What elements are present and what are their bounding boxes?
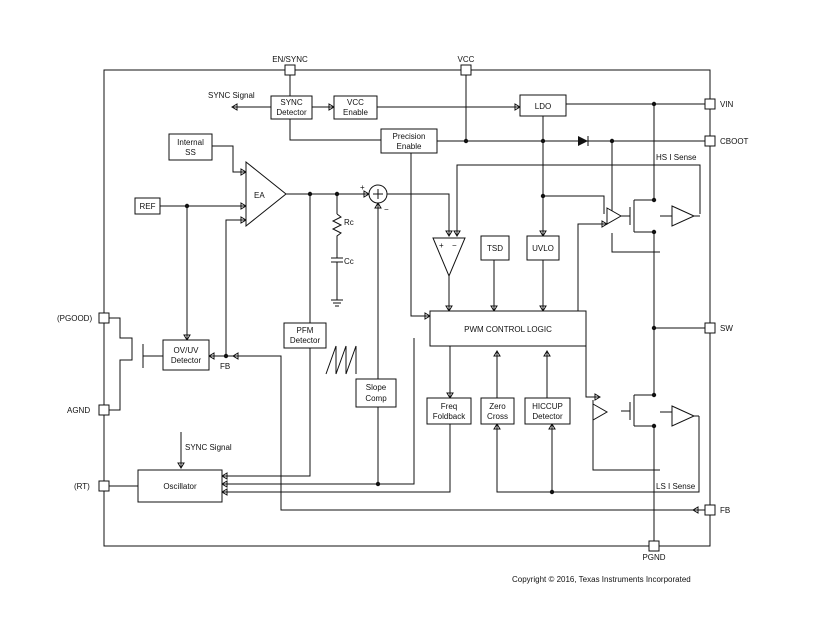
block-slope-comp: Slope Comp: [355, 378, 397, 408]
svg-text:Cross: Cross: [487, 412, 508, 421]
svg-text:REF: REF: [140, 202, 156, 211]
svg-text:Zero: Zero: [489, 402, 506, 411]
block-ref: REF: [134, 197, 161, 215]
svg-text:FB: FB: [720, 506, 730, 515]
svg-text:VCC: VCC: [458, 55, 475, 64]
junction-dots: [184, 101, 657, 495]
ea-label: EA: [254, 191, 265, 200]
block-hiccup-detector: HICCUP Detector: [524, 397, 571, 425]
pin-pgnd: PGND: [642, 540, 666, 562]
svg-text:UVLO: UVLO: [532, 244, 554, 253]
pin-agnd: AGND: [67, 404, 110, 416]
svg-text:VIN: VIN: [720, 100, 734, 109]
pin-fb: FB: [704, 504, 730, 516]
pwm-comparator: [432, 237, 466, 278]
block-ovuv-detector: OV/UV Detector: [162, 339, 210, 371]
ls-mosfet: [621, 395, 635, 426]
svg-text:SS: SS: [185, 148, 196, 157]
svg-text:AGND: AGND: [67, 406, 90, 415]
svg-text:PGND: PGND: [642, 553, 665, 562]
block-sync-detector: SYNC Detector: [270, 95, 313, 120]
block-freq-foldback: Freq Foldback: [426, 397, 472, 425]
svg-text:CBOOT: CBOOT: [720, 137, 749, 146]
svg-text:(PGOOD): (PGOOD): [57, 314, 92, 323]
svg-text:PFM: PFM: [297, 326, 314, 335]
pin-rt: (RT): [74, 480, 110, 492]
error-amplifier: [245, 160, 287, 228]
sync-signal-label-top: SYNC Signal: [208, 91, 255, 100]
svg-text:Detector: Detector: [276, 108, 307, 117]
block-pfm-detector: PFM Detector: [283, 322, 327, 349]
svg-text:HICCUP: HICCUP: [532, 402, 563, 411]
svg-text:Oscillator: Oscillator: [163, 482, 197, 491]
svg-text:Foldback: Foldback: [433, 412, 466, 421]
boot-diode: [578, 136, 589, 146]
block-tsd: TSD: [480, 235, 510, 261]
hs-mosfet: [621, 200, 635, 232]
svg-text:Detector: Detector: [532, 412, 563, 421]
block-uvlo: UVLO: [526, 235, 560, 261]
sum-minus: −: [384, 205, 389, 214]
svg-text:SYNC: SYNC: [280, 98, 302, 107]
svg-text:Enable: Enable: [343, 108, 368, 117]
hs-driver: [606, 207, 623, 225]
block-vcc-enable: VCC Enable: [333, 95, 378, 120]
sawtooth-icon: [325, 345, 357, 375]
svg-text:Internal: Internal: [177, 138, 204, 147]
svg-text:Freq: Freq: [441, 402, 457, 411]
svg-text:VCC: VCC: [347, 98, 364, 107]
svg-text:SW: SW: [720, 324, 733, 333]
ls-i-sense-label: LS I Sense: [656, 482, 696, 491]
svg-text:Slope: Slope: [366, 383, 387, 392]
ls-driver: [592, 403, 609, 421]
svg-text:Comp: Comp: [365, 394, 387, 403]
copyright: Copyright © 2016, Texas Instruments Inco…: [512, 575, 691, 584]
svg-text:Enable: Enable: [397, 142, 422, 151]
fb-inner-label: FB: [220, 362, 230, 371]
block-internal-ss: Internal SS: [168, 133, 213, 161]
pin-cboot: CBOOT: [704, 135, 749, 147]
block-pwm-control-logic: PWM CONTROL LOGIC: [429, 310, 587, 347]
block-oscillator: Oscillator: [137, 469, 223, 503]
ic-boundary: [103, 69, 711, 547]
svg-text:PWM CONTROL LOGIC: PWM CONTROL LOGIC: [464, 325, 552, 334]
comp-minus: −: [452, 241, 457, 250]
block-zero-cross: Zero Cross: [480, 397, 515, 425]
block-ldo: LDO: [519, 94, 567, 117]
wires: [104, 68, 710, 544]
svg-text:EN/SYNC: EN/SYNC: [272, 55, 308, 64]
pin-sw: SW: [704, 322, 733, 334]
sum-plus: +: [360, 183, 365, 192]
ls-sense-amp: [671, 405, 696, 427]
cc-label: Cc: [344, 257, 354, 266]
svg-text:(RT): (RT): [74, 482, 90, 491]
hs-sense-amp: [671, 205, 696, 227]
hs-i-sense-label: HS I Sense: [656, 153, 697, 162]
svg-text:Detector: Detector: [290, 336, 321, 345]
block-precision-enable: Precision Enable: [380, 128, 438, 154]
svg-text:LDO: LDO: [535, 102, 551, 111]
rc-label: Rc: [344, 218, 354, 227]
svg-text:Detector: Detector: [171, 356, 202, 365]
svg-text:Precision: Precision: [393, 132, 426, 141]
comp-plus: +: [439, 241, 444, 250]
sync-signal-label-bottom: SYNC Signal: [185, 443, 232, 452]
pin-en-sync: EN/SYNC: [272, 55, 308, 76]
svg-text:TSD: TSD: [487, 244, 503, 253]
pin-pgood: (PGOOD): [57, 312, 110, 324]
svg-text:OV/UV: OV/UV: [174, 346, 200, 355]
pin-vcc: VCC: [458, 55, 475, 76]
pin-vin: VIN: [704, 98, 734, 110]
